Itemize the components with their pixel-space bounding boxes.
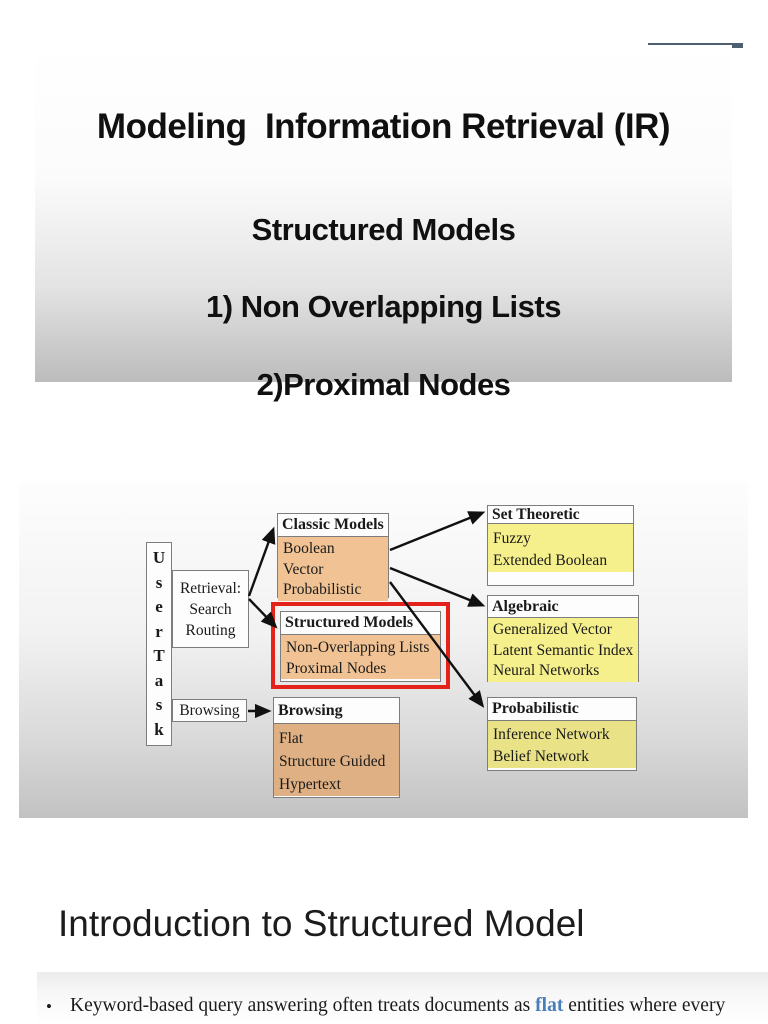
bullet-text-before: Keyword-based query answering often trea…	[70, 995, 536, 1016]
section-heading: Introduction to Structured Model	[58, 903, 585, 944]
structured-item: Non-Overlapping Lists	[286, 639, 430, 656]
set-theoretic-item: Fuzzy	[493, 530, 531, 547]
classic-item: Probabilistic	[283, 581, 362, 598]
browsing-label-box: Browsing	[172, 699, 247, 722]
structured-models-box: Structured Models Non-Overlapping Lists …	[280, 611, 441, 682]
title-slide: Modeling Information Retrieval (IR) Stru…	[35, 45, 732, 402]
set-theoretic-item: Extended Boolean	[493, 552, 608, 569]
browsing-models-box: Browsing Flat Structure Guided Hypertext	[273, 697, 400, 798]
probabilistic-item: Inference Network	[493, 726, 610, 743]
user-task-box: U s e r T a s k	[146, 542, 172, 746]
bullet-line: • Keyword-based query answering often tr…	[46, 995, 725, 1017]
slide-subtitle-structured-models: Structured Models	[251, 212, 516, 247]
user-task-letter: s	[155, 695, 163, 715]
probabilistic-box: Probabilistic Inference Network Belief N…	[487, 697, 637, 771]
algebraic-box: Algebraic Generalized Vector Latent Sema…	[487, 595, 639, 682]
algebraic-item: Generalized Vector	[493, 621, 612, 638]
next-slide-strip: • Keyword-based query answering often tr…	[37, 972, 768, 1024]
browsing-item: Structure Guided	[279, 753, 386, 770]
ir-taxonomy-diagram: U s e r T a s k Retrieval: Search Routin…	[19, 482, 748, 818]
retrieval-line: Search	[189, 600, 232, 618]
user-task-letter: U	[152, 548, 166, 567]
algebraic-item: Neural Networks	[493, 662, 600, 679]
user-task-letter: T	[153, 646, 165, 666]
user-task-letter: k	[154, 719, 164, 739]
probabilistic-item: Belief Network	[493, 748, 589, 765]
bullet-highlight-flat: flat	[535, 995, 564, 1016]
structured-item: Proximal Nodes	[286, 660, 387, 677]
slide-subtitle-non-overlapping-lists: 1) Non Overlapping Lists	[206, 289, 561, 324]
classic-models-title: Classic Models	[278, 514, 388, 537]
algebraic-item: Latent Semantic Index	[493, 641, 634, 659]
structured-models-title: Structured Models	[281, 612, 440, 635]
bullet-text-after: entities where every	[563, 995, 726, 1016]
classic-item: Vector	[283, 560, 324, 578]
probabilistic-title: Probabilistic	[488, 698, 636, 721]
browsing-item: Flat	[279, 730, 304, 747]
user-task-letter: e	[155, 597, 163, 617]
algebraic-title: Algebraic	[488, 596, 638, 618]
user-task-letter: r	[155, 621, 163, 641]
retrieval-box: Retrieval: Search Routing	[172, 570, 249, 648]
user-task-letter: a	[154, 670, 164, 690]
browsing-models-title: Browsing	[274, 698, 399, 724]
browsing-label: Browsing	[179, 701, 240, 719]
retrieval-line: Retrieval:	[179, 579, 242, 597]
user-task-letter: s	[155, 572, 163, 592]
browsing-item: Hypertext	[279, 776, 341, 793]
slide-title: Modeling Information Retrieval (IR)	[96, 107, 671, 146]
set-theoretic-box: Set Theoretic Fuzzy Extended Boolean	[487, 505, 634, 586]
classic-models-box: Classic Models Boolean Vector Probabilis…	[277, 513, 389, 601]
retrieval-line: Routing	[185, 621, 236, 639]
bullet-marker: •	[46, 997, 52, 1016]
set-theoretic-title: Set Theoretic	[488, 506, 633, 524]
slide-subtitle-proximal-nodes: 2)Proximal Nodes	[256, 367, 511, 402]
classic-item: Boolean	[283, 540, 335, 557]
